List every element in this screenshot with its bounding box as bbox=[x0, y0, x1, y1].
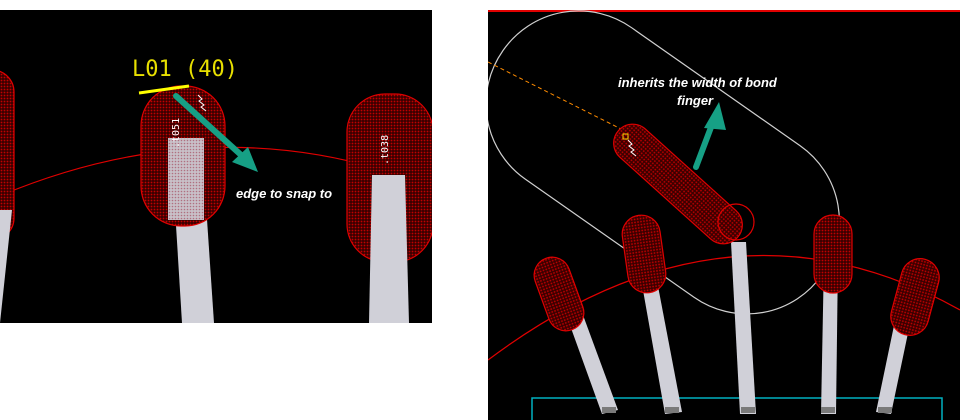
left-layout-svg: .t051 .t038 L01 (40) edge to snap to bbox=[0, 57, 432, 323]
cursor-squiggle-right bbox=[627, 139, 637, 157]
bond-finger-right[interactable]: .t038 bbox=[346, 93, 432, 323]
pad-label-t051: .t051 bbox=[171, 118, 182, 148]
snap-edge[interactable] bbox=[138, 84, 190, 95]
bond-finger-2[interactable] bbox=[620, 213, 668, 296]
right-canvas[interactable]: inherits the width of bond finger bbox=[488, 10, 960, 420]
guide-line bbox=[488, 61, 624, 131]
edge-to-snap-note: edge to snap to bbox=[236, 186, 332, 201]
arrow-icon bbox=[173, 93, 258, 172]
cursor-squiggle bbox=[197, 94, 207, 112]
bond-finger-left-partial[interactable] bbox=[0, 70, 15, 323]
snap-point[interactable] bbox=[622, 133, 629, 140]
via-markers bbox=[602, 407, 892, 413]
inherits-width-note-line2: finger bbox=[677, 93, 714, 108]
bond-finger-4[interactable] bbox=[813, 214, 853, 294]
net-label: L01 (40) bbox=[132, 57, 238, 82]
left-canvas[interactable]: .t051 .t038 L01 (40) edge to snap to bbox=[0, 10, 432, 323]
bond-finger-center[interactable]: .t051 bbox=[138, 84, 226, 323]
substrate-outline bbox=[531, 397, 943, 420]
traces bbox=[558, 242, 916, 414]
bond-finger-5[interactable] bbox=[887, 254, 944, 339]
right-layout-svg: inherits the width of bond finger bbox=[488, 10, 960, 420]
bond-finger-1[interactable] bbox=[529, 252, 589, 336]
trace-right bbox=[369, 175, 409, 323]
bond-finger-extended[interactable] bbox=[606, 116, 750, 251]
pad-label-t038: .t038 bbox=[380, 135, 391, 165]
inherits-width-note-line1: inherits the width of bond bbox=[618, 75, 778, 90]
bond-fingers[interactable] bbox=[529, 116, 943, 339]
arrow-icon-right bbox=[693, 102, 726, 170]
